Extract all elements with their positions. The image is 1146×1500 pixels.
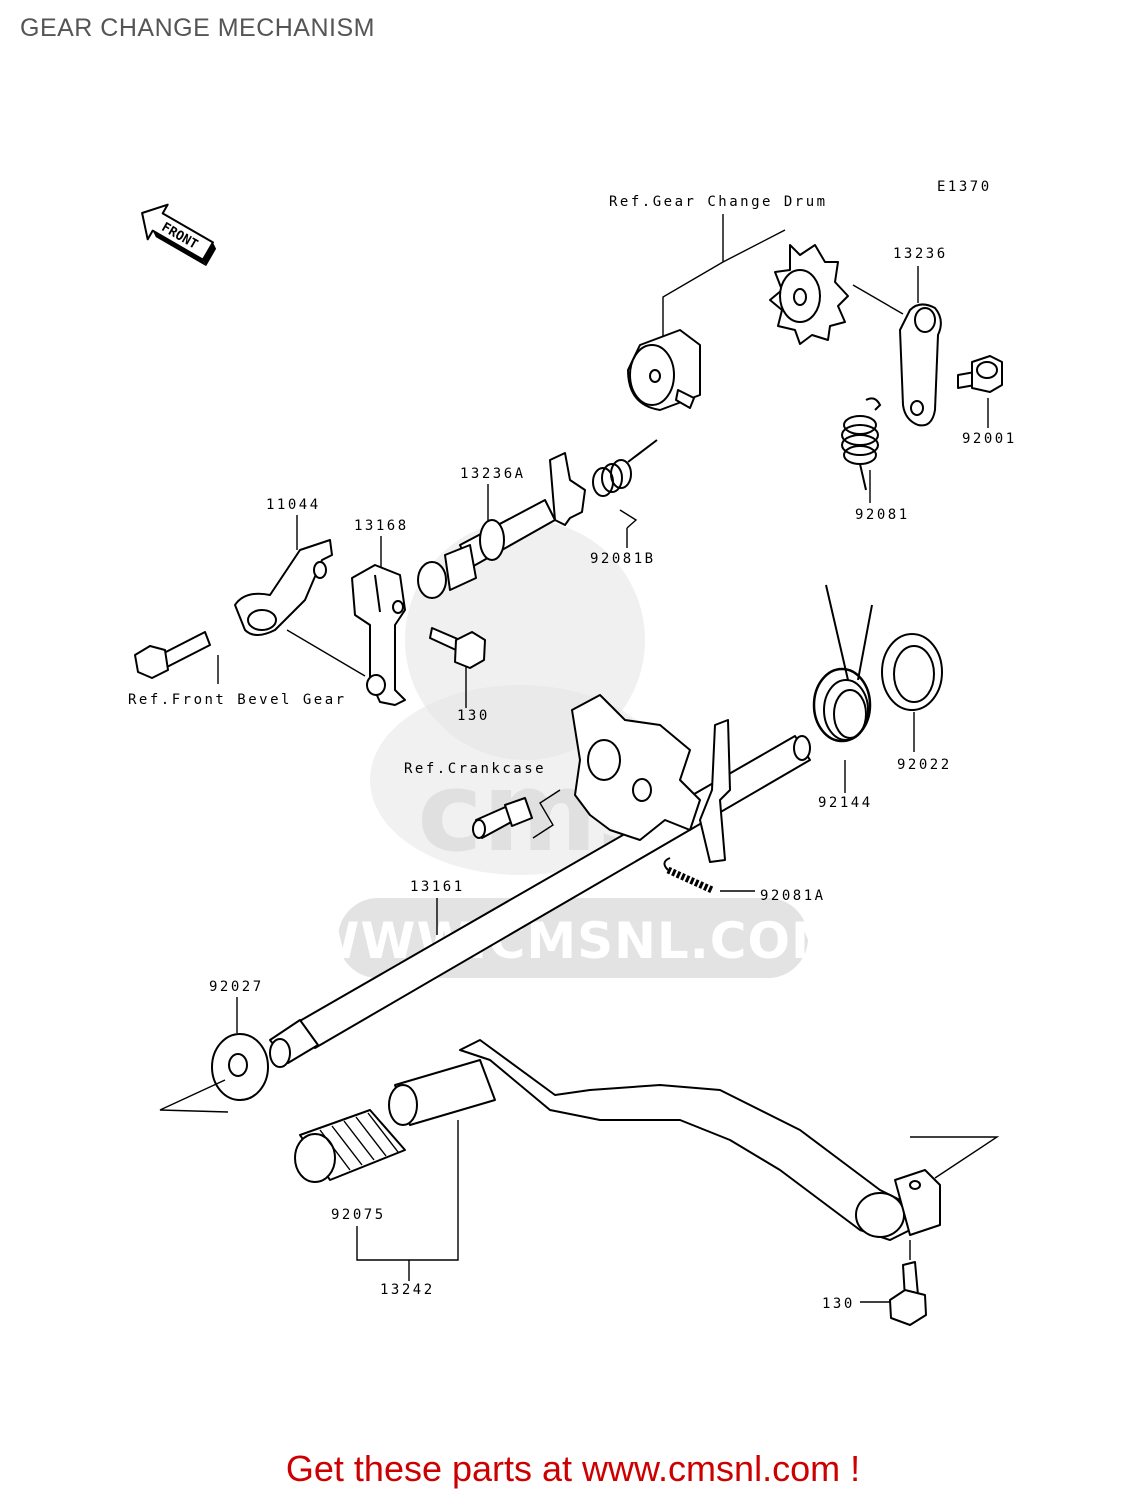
label-92027: 92027: [209, 979, 264, 995]
drum-star-cam: [769, 244, 849, 345]
part-11044-lever: [234, 539, 333, 636]
label-13168: 13168: [354, 518, 409, 534]
label-92081b: 92081B: [590, 551, 656, 567]
parts-diagram: cms WWW.CMSNL.COM FRONT E1370 Ref.Gear C…: [128, 179, 1017, 1326]
part-92022-washer: [881, 633, 943, 711]
part-92144-spring: [812, 584, 873, 743]
label-92022: 92022: [897, 757, 952, 773]
label-130-upper: 130: [457, 708, 490, 724]
part-13168-clamp: [351, 564, 406, 706]
label-92081a: 92081A: [760, 888, 826, 904]
part-130-lower-bolt: [889, 1240, 927, 1326]
watermark-url: WWW.CMSNL.COM: [304, 912, 842, 970]
diagram-code: E1370: [937, 179, 992, 195]
label-92081: 92081: [855, 507, 910, 523]
label-ref-crankcase: Ref.Crankcase: [404, 761, 546, 777]
part-92081-spring: [841, 397, 882, 491]
label-13161: 13161: [410, 879, 465, 895]
part-92081b-spring: [592, 439, 658, 497]
assembly-reference-lines: [159, 1079, 1000, 1179]
label-11044: 11044: [266, 497, 321, 513]
front-bevel-gear-bolt: [134, 631, 211, 679]
front-arrow-icon: FRONT: [141, 203, 217, 267]
label-13236: 13236: [893, 246, 948, 262]
label-92144: 92144: [818, 795, 873, 811]
leader-lines: [217, 214, 989, 1303]
page-title: GEAR CHANGE MECHANISM: [20, 14, 375, 42]
part-13236a-shift-shaft: [417, 452, 586, 599]
label-92001: 92001: [962, 431, 1017, 447]
pedal-peg: [388, 1059, 496, 1126]
part-13242-shift-pedal: [459, 1039, 941, 1241]
part-13236-shift-lever: [899, 303, 942, 427]
gear-change-drum-body: [627, 329, 701, 411]
part-92081a-spring: [663, 857, 714, 894]
part-130-upper-bolt: [429, 627, 486, 669]
footer-link[interactable]: Get these parts at www.cmsnl.com !: [285, 1448, 861, 1489]
part-92075-pedal-rubber: [294, 1109, 406, 1183]
part-92001-bolt: [957, 355, 1003, 393]
label-13236a: 13236A: [460, 466, 526, 482]
label-ref-front-bevel-gear: Ref.Front Bevel Gear: [128, 692, 347, 708]
label-92075: 92075: [331, 1207, 386, 1223]
crankcase-pin: [472, 797, 533, 839]
label-13242: 13242: [380, 1282, 435, 1298]
label-ref-gear-change-drum: Ref.Gear Change Drum: [609, 194, 828, 210]
label-130-lower: 130: [822, 1296, 855, 1312]
part-92027-washer: [211, 1033, 269, 1101]
shift-mechanism-plate: [571, 694, 731, 863]
